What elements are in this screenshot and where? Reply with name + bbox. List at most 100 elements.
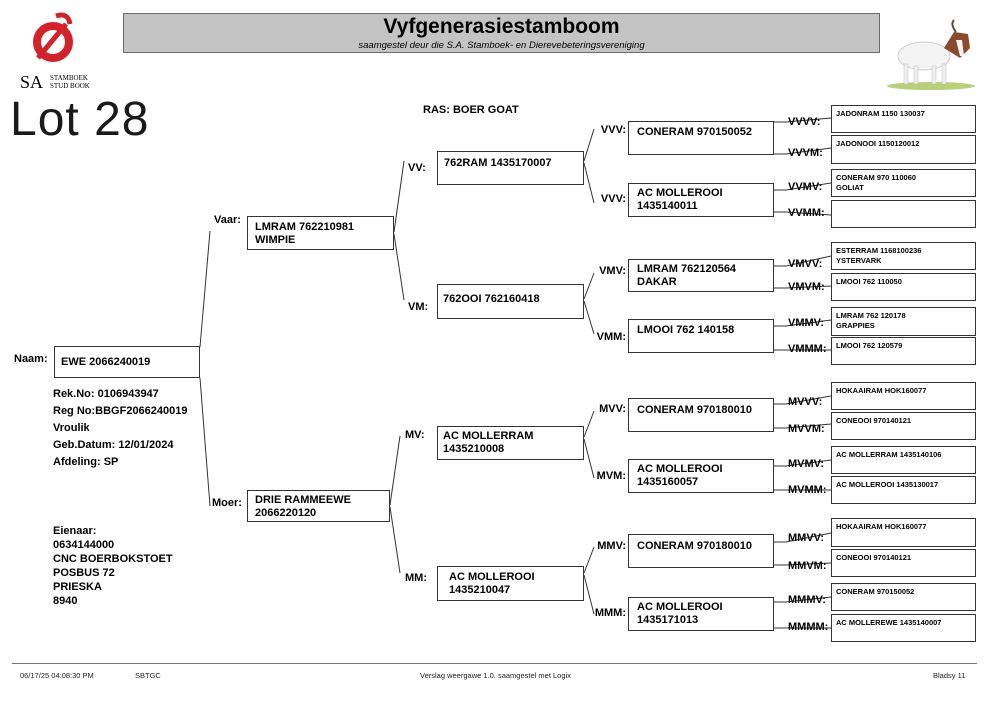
- gen4-box: JADONOOI 1150120012: [831, 135, 976, 164]
- gen4-box: ESTERRAM 1168100236 YSTERVARK: [831, 242, 976, 270]
- registration-number: Rek.No: 0106943947: [53, 388, 159, 400]
- gen4-box: CONERAM 970150052: [831, 583, 976, 611]
- logo-abbr: SA: [20, 72, 44, 92]
- footer-divider: [12, 663, 977, 664]
- gen3-box: AC MOLLEROOI 1435140011: [628, 183, 774, 217]
- gen4-code: MVMV:: [788, 458, 825, 470]
- gen4-name: AC MOLLEREWE 1435140007: [836, 618, 942, 627]
- gen2-code: MV:: [405, 429, 425, 441]
- gen4-name: CONEOOI 970140121: [836, 416, 912, 425]
- gen2-code: VM:: [408, 301, 429, 313]
- footer-code: SBTGC: [135, 671, 161, 680]
- owner-town: PRIESKA: [53, 581, 102, 593]
- gen3-name: LMOOI 762 140158: [637, 324, 735, 336]
- gen2-name: AC MOLLEROOI 1435210047: [449, 571, 535, 596]
- gen4-box: AC MOLLEREWE 1435140007: [831, 614, 976, 642]
- gen4-name: HOKAAIRAM HOK160077: [836, 522, 927, 531]
- gen4-box: CONEOOI 970140121: [831, 412, 976, 440]
- breed-label: RAS: BOER GOAT: [423, 104, 519, 116]
- gen3-name: CONERAM 970150052: [637, 126, 752, 138]
- gen2-name: 762OOI 762160418: [443, 293, 540, 305]
- dam-code: Moer:: [212, 497, 242, 509]
- gen4-box: LMOOI 762 110050: [831, 273, 976, 301]
- gen3-code: MMV:: [597, 540, 626, 552]
- gen3-box: CONERAM 970180010: [628, 398, 774, 432]
- gen4-name: JADONOOI 1150120012: [836, 139, 920, 148]
- gen4-name: HOKAAIRAM HOK160077: [836, 386, 927, 395]
- gen4-code: MMVM:: [788, 560, 827, 572]
- gen4-box: [831, 200, 976, 228]
- gen4-box: LMRAM 762 120178 GRAPPIES: [831, 307, 976, 336]
- gen4-name: CONERAM 970150052: [836, 587, 915, 596]
- gen3-box: LMRAM 762120564 DAKAR: [628, 259, 774, 292]
- gen4-code: VMMM:: [788, 343, 827, 355]
- gen3-box: LMOOI 762 140158: [628, 319, 774, 353]
- owner-number: 0634144000: [53, 539, 115, 551]
- gen4-code: VMMV:: [788, 317, 825, 329]
- sire-box: LMRAM 762210981 WIMPIE: [247, 216, 394, 250]
- sire-code: Vaar:: [214, 214, 241, 226]
- animal-name: EWE 2066240019: [61, 356, 151, 368]
- owner-label: Eienaar:: [53, 525, 97, 537]
- section: Afdeling: SP: [53, 456, 119, 468]
- animal-name-label: Naam:: [14, 353, 48, 365]
- gen4-box: HOKAAIRAM HOK160077: [831, 518, 976, 547]
- reg-no: Reg No:BBGF2066240019: [53, 405, 188, 417]
- gen4-code: MVVM:: [788, 423, 825, 435]
- gen4-code: MMMV:: [788, 594, 826, 606]
- owner-postcode: 8940: [53, 595, 78, 607]
- gen4-box: CONERAM 970 110060 GOLIAT: [831, 169, 976, 197]
- boer-goat-icon: [887, 19, 975, 90]
- gen4-name: AC MOLLERRAM 1435140106: [836, 450, 942, 459]
- animal-box: EWE 2066240019: [54, 346, 200, 378]
- gen3-code: MVM:: [596, 470, 626, 482]
- gen3-code: VVV:: [600, 124, 626, 136]
- gen2-code: MM:: [405, 572, 427, 584]
- gen4-box: CONEOOI 970140121: [831, 549, 976, 577]
- gen4-code: VVMV:: [788, 181, 823, 193]
- owner-details: Eienaar: 0634144000 CNC BOERBOKSTOET POS…: [53, 524, 173, 608]
- gen3-code: VMM:: [596, 331, 626, 343]
- footer-report: Verslag weergawe 1.0. saamgestel met Log…: [420, 671, 571, 680]
- gen4-code: MVMM:: [788, 484, 827, 496]
- goat-image: [884, 14, 978, 90]
- gen2-box: AC MOLLERRAM 1435210008: [437, 426, 584, 460]
- gen4-code: VMVM:: [788, 281, 825, 293]
- gen2-name: 762RAM 1435170007: [444, 157, 552, 169]
- gen4-code: VMVV:: [788, 258, 823, 270]
- gen4-code: VVVV:: [788, 116, 821, 128]
- stud-book-logo: SA STAMBOEK STUD BOOK: [20, 8, 90, 94]
- gen2-code: VV:: [408, 162, 426, 174]
- gen2-box: 762OOI 762160418: [437, 284, 584, 319]
- gen4-box: AC MOLLEROOI 1435130017: [831, 476, 976, 504]
- gen3-name: LMRAM 762120564 DAKAR: [637, 263, 737, 288]
- gen3-box: AC MOLLEROOI 1435160057: [628, 459, 774, 493]
- gen3-name: CONERAM 970180010: [637, 404, 752, 416]
- gen3-code: VVV:: [600, 193, 626, 205]
- owner-address: POSBUS 72: [53, 567, 115, 579]
- gen4-box: LMOOI 762 120579: [831, 337, 976, 365]
- page-title: Vyfgenerasiestamboom: [383, 15, 620, 38]
- gen2-box: 762RAM 1435170007: [437, 151, 584, 185]
- gen3-code: MVV:: [599, 403, 626, 415]
- gen2-box: AC MOLLEROOI 1435210047: [437, 566, 584, 601]
- gen2-name: AC MOLLERRAM 1435210008: [443, 430, 534, 455]
- gen3-code: VMV:: [599, 265, 626, 277]
- gen4-box: HOKAAIRAM HOK160077: [831, 382, 976, 410]
- dam-box: DRIE RAMMEEWE 2066220120: [247, 490, 390, 522]
- gen3-box: CONERAM 970150052: [628, 121, 774, 155]
- lot-number: Lot 28: [10, 93, 150, 146]
- sire-name: LMRAM 762210981 WIMPIE: [255, 221, 355, 246]
- page-number: Bladsy 11: [933, 671, 966, 680]
- gen3-name: AC MOLLEROOI 1435171013: [637, 601, 723, 626]
- gen3-code: MMM:: [594, 607, 626, 619]
- gen4-code: VVVM:: [788, 147, 823, 159]
- gen4-name: ESTERRAM 1168100236 YSTERVARK: [836, 246, 922, 265]
- gen4-name: LMOOI 762 110050: [836, 277, 902, 286]
- animal-details: Rek.No: 0106943947 Reg No:BBGF2066240019…: [53, 386, 188, 471]
- gen4-box: JADONRAM 1150 130037: [831, 105, 976, 133]
- gen4-name: LMOOI 762 120579: [836, 341, 903, 350]
- gen4-name: AC MOLLEROOI 1435130017: [836, 480, 939, 489]
- owner-name: CNC BOERBOKSTOET: [53, 553, 173, 565]
